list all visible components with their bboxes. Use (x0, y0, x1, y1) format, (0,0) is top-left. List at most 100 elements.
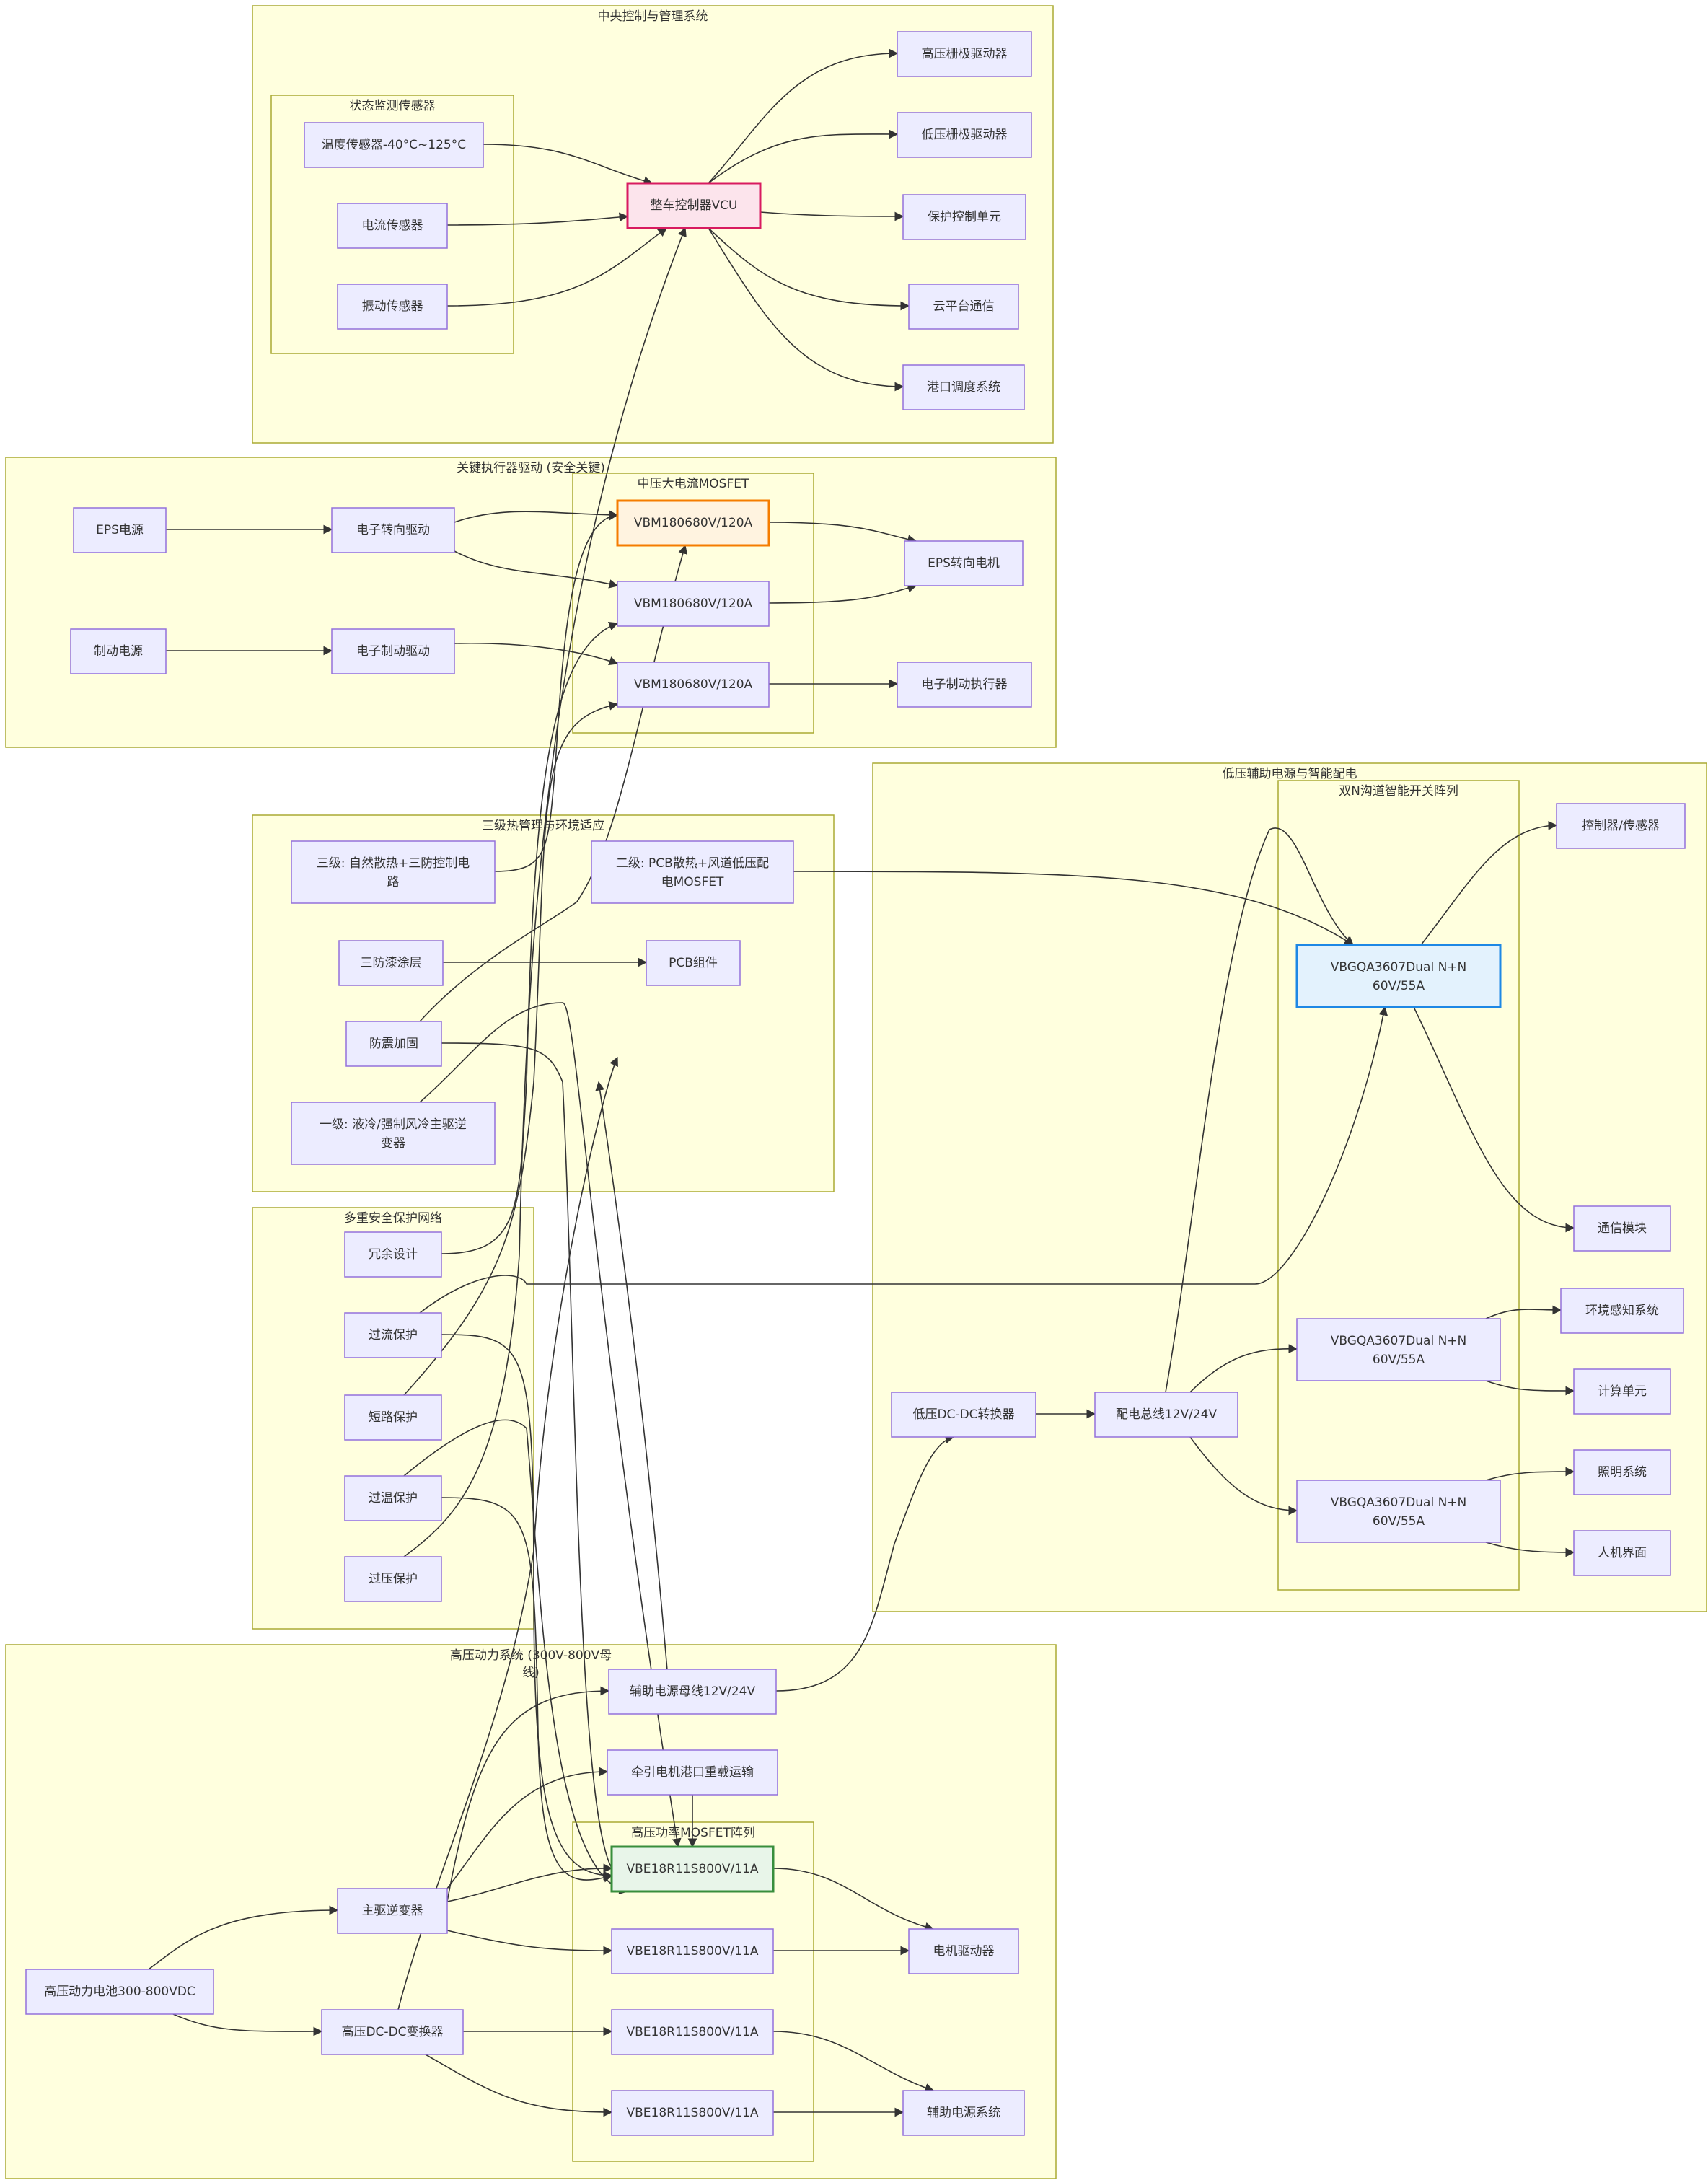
node-comm-module[interactable]: 通信模块 (1573, 1205, 1671, 1252)
edge-35 (1413, 1006, 1575, 1233)
node-level3[interactable]: 三级: 自然散热+三防控制电路 (291, 840, 496, 904)
node-label: 辅助电源母线12V/24V (630, 1684, 756, 1699)
node-brake-drive[interactable]: 电子制动驱动 (331, 628, 455, 674)
node-label: 港口调度系统 (927, 380, 1000, 395)
node-vbm-2[interactable]: VBM180680V/120A (617, 581, 770, 627)
node-current-sensor[interactable]: 电流传感器 (337, 203, 448, 249)
node-vbm-1[interactable]: VBM180680V/120A (616, 499, 770, 547)
cluster-label: 双N沟道智能开关阵列 (1339, 784, 1458, 799)
node-vbm-3[interactable]: VBM180680V/120A (617, 662, 770, 708)
cluster-actuator: 关键执行器驱动 (安全关键) (5, 457, 1057, 748)
edge-31 (1165, 827, 1354, 1393)
node-eps-power[interactable]: EPS电源 (73, 507, 167, 553)
node-label: VBE18R11S800V/11A (627, 1862, 759, 1876)
edge-22 (793, 871, 1355, 946)
node-label: VBM180680V/120A (634, 677, 753, 692)
node-label: 三级: 自然散热+三防控制电路 (317, 856, 470, 889)
cluster-label: 状态监测传感器 (350, 99, 436, 113)
node-hmi[interactable]: 人机界面 (1573, 1530, 1671, 1576)
node-label: 通信模块 (1598, 1221, 1647, 1236)
edge-24 (441, 1334, 613, 1881)
edge-4 (708, 227, 910, 311)
node-aux-bus[interactable]: 辅助电源母线12V/24V (608, 1669, 777, 1715)
node-label: 主驱逆变器 (362, 1904, 423, 1918)
node-temp-sensor[interactable]: 温度传感器-40°C~125°C (304, 122, 484, 168)
edge-49 (772, 1868, 935, 1932)
cluster-hv-system: 高压动力系统 (300V-800V母线) (5, 1644, 1057, 2179)
node-eps-drive[interactable]: 电子转向驱动 (331, 507, 455, 553)
node-redundant[interactable]: 冗余设计 (344, 1231, 442, 1278)
node-shock[interactable]: 防震加固 (345, 1021, 442, 1067)
node-label: 高压动力电池300-800VDC (44, 1985, 195, 1999)
node-label: 环境感知系统 (1585, 1304, 1659, 1318)
node-hv-battery[interactable]: 高压动力电池300-800VDC (25, 1969, 214, 2015)
node-brake-actuator[interactable]: 电子制动执行器 (897, 662, 1032, 708)
node-port-dispatch[interactable]: 港口调度系统 (902, 364, 1025, 410)
node-vbe-2[interactable]: VBE18R11S800V/11A (611, 1928, 774, 1974)
node-label: 制动电源 (94, 644, 143, 659)
node-label: 低压栅极驱动器 (922, 128, 1008, 142)
edge-34 (1420, 820, 1558, 946)
node-controller-sensor[interactable]: 控制器/传感器 (1556, 803, 1686, 849)
edge-13 (454, 642, 619, 666)
edge-15 (768, 583, 917, 604)
edge-32 (1189, 1344, 1298, 1393)
node-label: 照明系统 (1598, 1465, 1647, 1480)
node-env-system[interactable]: 环境感知系统 (1560, 1288, 1684, 1334)
node-label: 人机界面 (1598, 1546, 1647, 1560)
node-aux-system[interactable]: 辅助电源系统 (902, 2090, 1025, 2136)
node-coating[interactable]: 三防漆涂层 (338, 940, 444, 986)
node-cloud[interactable]: 云平台通信 (908, 284, 1019, 330)
node-lighting[interactable]: 照明系统 (1573, 1449, 1671, 1495)
node-hv-gate[interactable]: 高压栅极驱动器 (897, 31, 1032, 77)
node-level1[interactable]: 一级: 液冷/强制风冷主驱逆变器 (291, 1102, 496, 1165)
node-label: 防震加固 (369, 1037, 418, 1051)
node-short-circuit[interactable]: 短路保护 (344, 1394, 442, 1441)
edge-28 (441, 1497, 613, 1883)
node-level2[interactable]: 二级: PCB散热+风道低压配电MOSFET (591, 840, 794, 904)
node-label: 过流保护 (369, 1328, 418, 1342)
node-label: 电子转向驱动 (356, 523, 430, 537)
node-lv-dcdc[interactable]: 低压DC-DC转换器 (891, 1392, 1036, 1438)
edge-36 (1485, 1305, 1562, 1319)
node-brake-power[interactable]: 制动电源 (70, 628, 167, 674)
node-vbe-4[interactable]: VBE18R11S800V/11A (611, 2090, 774, 2136)
node-label: VBE18R11S800V/11A (627, 2025, 759, 2039)
node-motor-driver[interactable]: 电机驱动器 (908, 1928, 1019, 1974)
node-label: 电流传感器 (362, 219, 423, 233)
node-pcb[interactable]: PCB组件 (646, 940, 741, 986)
node-overtemp[interactable]: 过温保护 (344, 1475, 442, 1521)
node-overcurrent[interactable]: 过流保护 (344, 1312, 442, 1358)
edge-53 (775, 1434, 955, 1692)
node-traction[interactable]: 牵引电机港口重载运输 (607, 1749, 778, 1796)
edge-23 (441, 622, 619, 1254)
node-lv-gate[interactable]: 低压栅极驱动器 (897, 112, 1032, 158)
node-protect-unit[interactable]: 保护控制单元 (902, 194, 1026, 240)
node-label: 云平台通信 (933, 299, 995, 314)
node-label: 二级: PCB散热+风道低压配电MOSFET (616, 856, 769, 889)
edge-45 (446, 1686, 610, 1902)
node-compute-unit[interactable]: 计算单元 (1573, 1368, 1671, 1415)
node-vbe-3[interactable]: VBE18R11S800V/11A (611, 2009, 774, 2055)
edge-29 (403, 227, 687, 1557)
node-vib-sensor[interactable]: 振动传感器 (337, 284, 448, 330)
node-dist-bus[interactable]: 配电总线12V/24V (1094, 1392, 1238, 1438)
node-overvoltage[interactable]: 过压保护 (344, 1556, 442, 1602)
cluster-label: 关键执行器驱动 (安全关键) (457, 461, 605, 475)
node-vbe-1[interactable]: VBE18R11S800V/11A (610, 1845, 775, 1893)
node-vcu[interactable]: 整车控制器VCU (626, 182, 762, 229)
node-label: 短路保护 (369, 1410, 418, 1425)
node-label: 计算单元 (1598, 1384, 1647, 1399)
edge-42 (446, 1863, 613, 1902)
node-main-inverter[interactable]: 主驱逆变器 (337, 1888, 448, 1934)
node-hv-dcdc[interactable]: 高压DC-DC变换器 (321, 2009, 464, 2055)
edge-38 (1485, 1467, 1575, 1481)
node-label: 过压保护 (369, 1572, 418, 1586)
edge-47 (425, 2054, 613, 2117)
node-eps-motor[interactable]: EPS转向电机 (904, 540, 1024, 586)
node-label: 电子制动驱动 (356, 644, 430, 659)
